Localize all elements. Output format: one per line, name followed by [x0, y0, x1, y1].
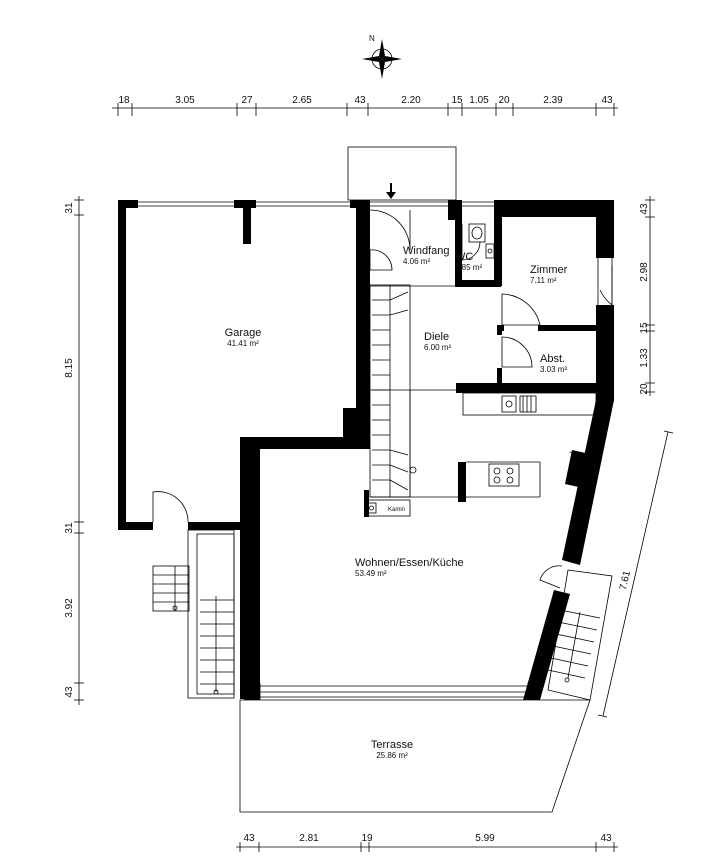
- dim-top-9: 20: [498, 95, 510, 106]
- entrance-canopy: [347, 146, 457, 201]
- dim-top-7: 15: [451, 95, 463, 106]
- dim-left-1: 31: [64, 202, 75, 214]
- wohnen-area: 53.49 m²: [355, 569, 387, 578]
- doors: [152, 209, 613, 589]
- dim-left-5: 43: [64, 686, 75, 698]
- zimmer-name: Zimmer: [530, 264, 568, 276]
- windfang-area: 4.06 m²: [403, 257, 430, 266]
- dim-bottom-4: 5.99: [475, 833, 495, 844]
- dim-top-8: 1.05: [469, 95, 489, 106]
- kitchen-counter: [462, 392, 597, 416]
- entrance-arrow-icon: [386, 183, 396, 199]
- left-external-steps: [152, 565, 190, 612]
- top-dimension-line: 18 3.05 27 2.65 43 2.20 15 1.05 20 2.39 …: [112, 95, 618, 116]
- terrace-outline: [239, 699, 591, 813]
- kamin: Kamin: [364, 499, 411, 517]
- dim-top-5: 43: [354, 95, 366, 106]
- terrasse-name: Terrasse: [371, 739, 413, 751]
- room-wohnen: Wohnen/Essen/Küche 53.49 m²: [355, 557, 464, 578]
- garage-exterior-stair: [187, 529, 235, 699]
- diele-area: 6.00 m²: [424, 343, 451, 352]
- dim-right-1: 43: [639, 203, 650, 215]
- dim-top-4: 2.65: [292, 95, 312, 106]
- terrasse-area: 25.86 m²: [376, 751, 408, 760]
- walls: [118, 200, 614, 700]
- compass-north-label: N: [369, 34, 375, 43]
- dim-top-10: 2.39: [543, 95, 563, 106]
- diele-name: Diele: [424, 331, 449, 343]
- abst-area: 3.03 m²: [540, 365, 567, 374]
- dim-bottom-1: 43: [243, 833, 255, 844]
- room-diele: Diele 6.00 m²: [424, 331, 451, 352]
- zimmer-area: 7.11 m²: [530, 276, 557, 285]
- wc-name: WC: [455, 251, 473, 263]
- room-abst: Abst. 3.03 m²: [540, 353, 567, 374]
- bottom-dimension-line: 43 2.81 19 5.99 43: [236, 833, 618, 852]
- left-dimension-line: 31 8.15 31 3.92 43: [64, 196, 84, 705]
- room-windfang: Windfang 4.06 m²: [403, 245, 449, 266]
- dim-right-5: 20: [639, 383, 650, 395]
- dim-top-6: 2.20: [401, 95, 421, 106]
- dim-top-11: 43: [601, 95, 613, 106]
- main-staircase: [372, 291, 417, 491]
- compass-icon: N: [362, 34, 402, 79]
- interior-lines: [369, 284, 541, 498]
- dim-left-3: 31: [64, 522, 75, 534]
- dim-left-4: 3.92: [64, 598, 75, 618]
- dim-bottom-3: 19: [361, 833, 373, 844]
- dim-bottom-5: 43: [600, 833, 612, 844]
- room-terrasse: Terrasse 25.86 m²: [371, 739, 413, 760]
- garage-area: 41.41 m²: [227, 339, 259, 348]
- garage-name: Garage: [225, 327, 262, 339]
- dim-right-3: 15: [639, 322, 650, 334]
- windfang-name: Windfang: [403, 245, 449, 257]
- room-zimmer: Zimmer 7.11 m²: [530, 264, 568, 285]
- kitchen-island: [488, 463, 520, 487]
- dim-top-3: 27: [241, 95, 253, 106]
- kamin-label: Kamin: [388, 507, 405, 513]
- room-garage: Garage 41.41 m²: [225, 327, 262, 348]
- dim-right-4: 1.33: [639, 348, 650, 368]
- wohnen-name: Wohnen/Essen/Küche: [355, 557, 464, 569]
- dim-right-2: 2.98: [639, 262, 650, 282]
- right-dimension-line: 43 2.98 15 1.33 20: [639, 196, 655, 396]
- room-wc: WC 1.85 m²: [455, 251, 482, 272]
- wc-fixtures: [468, 223, 495, 259]
- wc-area: 1.85 m²: [455, 263, 482, 272]
- dim-bottom-2: 2.81: [299, 833, 319, 844]
- abst-name: Abst.: [540, 353, 565, 365]
- dim-top-1: 18: [118, 95, 130, 106]
- diagonal-dimension-line: 7.61: [597, 430, 674, 718]
- dim-top-2: 3.05: [175, 95, 195, 106]
- dim-diagonal: 7.61: [618, 569, 633, 591]
- dim-left-2: 8.15: [64, 358, 75, 378]
